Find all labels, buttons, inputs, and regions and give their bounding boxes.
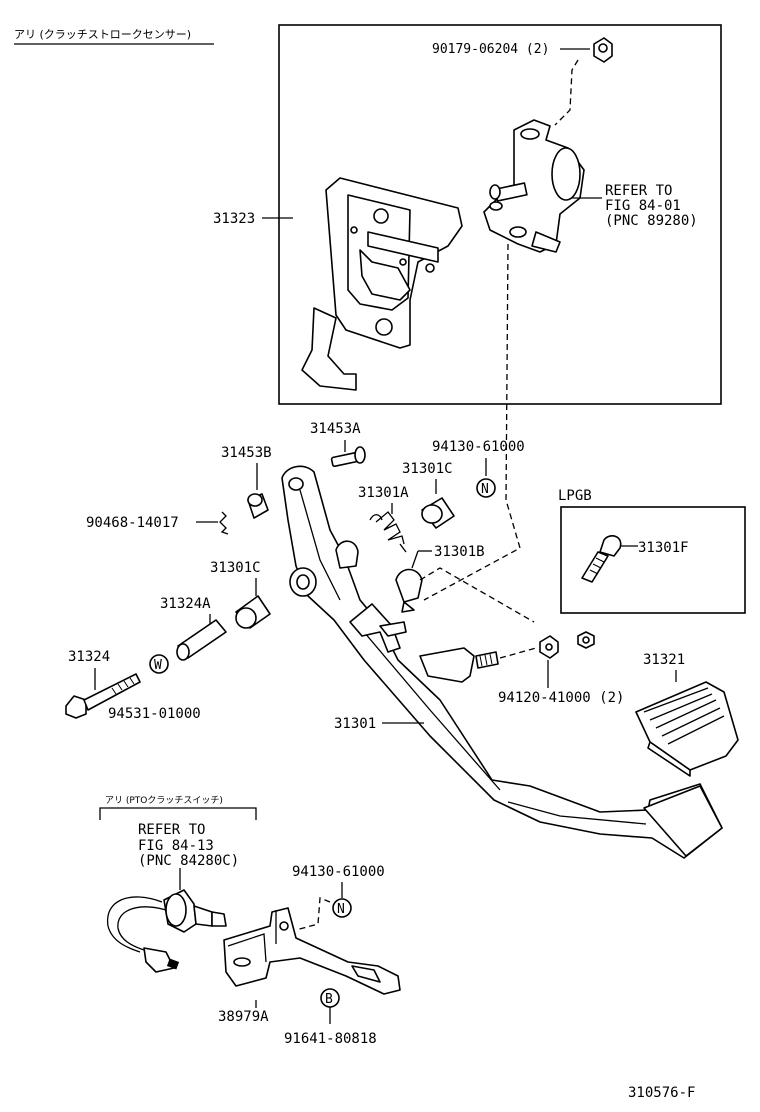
nut-90179-icon: [593, 37, 613, 63]
bolt-31301F-icon: [581, 535, 622, 583]
bolt-31453A-icon: [330, 446, 366, 468]
label-31301F: 31301F: [638, 540, 689, 556]
clip-90468-icon: [219, 511, 229, 535]
label-90468-14017: 90468-14017: [86, 515, 179, 531]
pto-bracket-line: [99, 807, 257, 820]
stroke-sensor-icon: [483, 119, 585, 253]
bushing-31453B-icon: [247, 493, 269, 519]
lpgb-header: LPGB: [558, 488, 592, 504]
label-31301C-mid: 31301C: [210, 560, 261, 576]
top-variant-header: アリ (クラッチストロークセンサー): [14, 28, 191, 41]
pedal-pad-31321-icon: [635, 681, 739, 777]
label-31321: 31321: [643, 652, 685, 668]
ref2-line3: (PNC 84280C): [138, 853, 239, 869]
pto-variant-header: アリ (PTOクラッチスイッチ): [105, 795, 223, 806]
label-31324: 31324: [68, 649, 110, 665]
label-31453A: 31453A: [310, 421, 361, 437]
dash-94120: [499, 647, 537, 659]
label-38979A: 38979A: [218, 1009, 269, 1025]
dash-90179-to-sensor: [554, 59, 579, 126]
diagram-id: 310576-F: [628, 1085, 695, 1101]
stopper-31301B-icon: [395, 568, 423, 613]
label-94130-61000-bottom: 94130-61000: [292, 864, 385, 880]
label-31453B: 31453B: [221, 445, 272, 461]
ref2-line2: FIG 84-13: [138, 838, 214, 854]
ref1-line2: FIG 84-01: [605, 198, 681, 214]
label-90179-06204: 90179-06204 (2): [432, 42, 549, 57]
label-31324A: 31324A: [160, 596, 211, 612]
spring-31301A-icon: [369, 511, 407, 553]
dash-94130-bottom: [295, 897, 331, 931]
bushing-31301C-mid-icon: [235, 595, 271, 629]
leader-31301B-down: [411, 550, 419, 569]
label-31323: 31323: [213, 211, 255, 227]
label-94531-01000: 94531-01000: [108, 706, 201, 722]
collar-31324A-icon: [176, 619, 227, 661]
ref1-line1: REFER TO: [605, 183, 672, 199]
label-94130-61000-top: 94130-61000: [432, 439, 525, 455]
bolt-31324-icon: [65, 673, 141, 719]
marker-n-top-text: N: [481, 482, 489, 497]
clutch-pedal-31301-icon: [281, 465, 723, 859]
lpgb-box: [560, 506, 746, 614]
bracket-38979A-icon: [223, 907, 401, 995]
pto-clutch-switch-icon: [107, 889, 227, 973]
marker-w: [149, 654, 169, 674]
bushing-31301C-top-icon: [421, 497, 455, 529]
marker-w-text: W: [154, 658, 162, 673]
bracket-31323-icon: [301, 177, 463, 391]
marker-n-bottom: [332, 898, 352, 918]
marker-n-top: [476, 478, 496, 498]
label-31301C-top: 31301C: [402, 461, 453, 477]
label-91641-80818: 91641-80818: [284, 1031, 377, 1047]
dash-31301B: [419, 567, 535, 623]
ref2-line1: REFER TO: [138, 822, 205, 838]
marker-b-text: B: [325, 992, 333, 1007]
ref1-line3: (PNC 89280): [605, 213, 698, 229]
label-31301: 31301: [334, 716, 376, 732]
marker-n-bottom-text: N: [337, 902, 345, 917]
label-31301A: 31301A: [358, 485, 409, 501]
nut-94120-icon: [539, 631, 595, 659]
sensor-assembly-box: [278, 24, 722, 405]
dash-sensor-to-pedal: [423, 243, 521, 601]
label-31301B: 31301B: [434, 544, 485, 560]
label-94120-41000: 94120-41000 (2): [498, 690, 624, 706]
